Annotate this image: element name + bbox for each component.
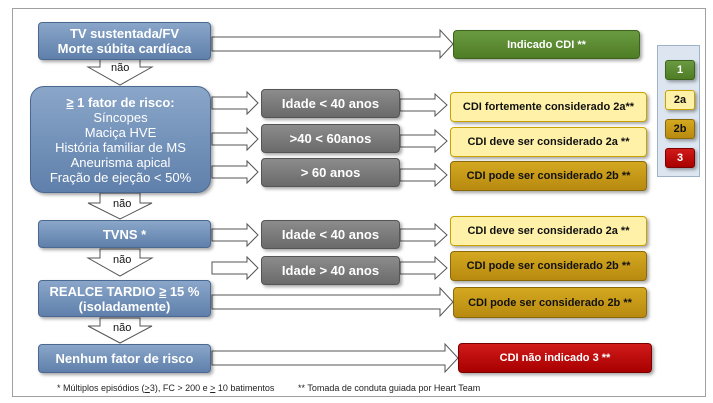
fn1-mid: 3), FC > 200 e	[149, 383, 211, 393]
tv-line1: TV sustentada/FV	[69, 26, 180, 41]
risk-item: Fração de ejeção < 50%	[49, 169, 192, 185]
arrow-tv-to-indicado	[211, 28, 454, 60]
legend-class-2b: 2b	[665, 119, 695, 139]
outcome-nao-indicado: CDI não indicado 3 **	[458, 343, 652, 373]
arrow-nenhum-to-naoindicado	[211, 342, 459, 374]
legend-class-2b-label: 2b	[673, 123, 687, 135]
realce-tardio-box: REALCE TARDIO ≥ 15 % (isoladamente)	[38, 280, 211, 317]
outcome-nao-indicado-label: CDI não indicado 3 **	[499, 352, 611, 364]
age-gt40-label: Idade > 40 anos	[281, 263, 380, 278]
outcome-fortemente: CDI fortemente considerado 2a**	[450, 92, 647, 122]
footnote-tvns: * Múltiplos episódios (>3), FC > 200 e >…	[57, 383, 274, 393]
legend-class-2a-label: 2a	[673, 94, 687, 106]
age-gt60-box: > 60 anos	[261, 158, 400, 187]
age-lt40-label: Idade < 40 anos	[281, 96, 380, 111]
risk-item: Síncopes	[93, 109, 148, 125]
arrow-down-2	[87, 192, 153, 220]
tv-line2: Morte súbita cardíaca	[57, 41, 192, 56]
arrow-risk-to-range	[211, 126, 259, 152]
realce-line1: REALCE TARDIO ≥ 15 %	[50, 284, 200, 299]
outcome-indicado: Indicado CDI **	[453, 30, 640, 59]
arrow-down-4	[87, 317, 153, 344]
risk-title-text: 1 fator de risco:	[73, 94, 175, 110]
nao-label-3: não	[113, 254, 132, 266]
fn2-text: ** Tomada de conduta guiada por Heart Te…	[298, 383, 481, 393]
tvns-box: TVNS *	[38, 220, 211, 248]
legend-class-1-label: 1	[676, 64, 684, 76]
realce-line1-post: 15 %	[166, 283, 200, 299]
nao-label-2: não	[113, 198, 132, 210]
nenhum-label: Nenhum fator de risco	[55, 351, 194, 366]
age-gt60-label: > 60 anos	[300, 165, 361, 180]
arrow-lt40-to-fortemente	[399, 92, 448, 118]
class-legend: 1 2a 2b 3	[657, 45, 700, 177]
risk-item: Aneurisma apical	[70, 154, 171, 170]
arrow-lt40b-to-deve	[399, 222, 448, 248]
nao-label-4: não	[113, 322, 132, 334]
legend-class-3-label: 3	[676, 152, 684, 164]
fn1-sym2: >	[210, 383, 216, 393]
arrow-down-3	[86, 248, 154, 277]
nao-label-1: não	[111, 62, 130, 74]
outcome-pode-3-label: CDI pode ser considerado 2b **	[468, 296, 632, 309]
footnote-heart-team: ** Tomada de conduta guiada por Heart Te…	[298, 383, 480, 393]
realce-gte-symbol: ≥	[159, 283, 167, 299]
age-gt40-box: Idade > 40 anos	[261, 256, 400, 285]
realce-line2: (isoladamente)	[78, 298, 171, 314]
arrow-risk-to-gt60	[211, 159, 259, 185]
age-lt40-box: Idade < 40 anos	[261, 89, 400, 118]
arrow-realce-to-pode	[211, 286, 454, 318]
arrow-tvns-to-lt40	[211, 222, 259, 248]
realce-line1-pre: REALCE TARDIO	[49, 283, 160, 299]
fn1-pre: * Múltiplos episódios (	[57, 383, 145, 393]
fn1-sym1: >	[144, 383, 150, 393]
outcome-deve-1-label: CDI deve ser considerado 2a **	[467, 136, 630, 148]
gte-symbol: ≥	[66, 94, 74, 110]
outcome-pode-3: CDI pode ser considerado 2b **	[453, 287, 647, 318]
legend-class-3: 3	[665, 148, 695, 168]
risk-item: Maciça HVE	[84, 124, 157, 140]
arrow-range-to-deve	[399, 128, 448, 154]
tvns-label: TVNS *	[102, 226, 147, 242]
outcome-deve-2-label: CDI deve ser considerado 2a **	[467, 225, 630, 237]
age-range-label: >40 < 60anos	[289, 131, 372, 146]
legend-class-2a: 2a	[665, 90, 695, 110]
tv-sustentada-box: TV sustentada/FV Morte súbita cardíaca	[38, 22, 211, 60]
arrow-gt60-to-pode	[399, 162, 448, 188]
age-lt40-tvns-box: Idade < 40 anos	[261, 220, 400, 249]
risk-factors-box: ≥ 1 fator de risco: Síncopes Maciça HVE …	[30, 86, 211, 193]
nenhum-fator-box: Nenhum fator de risco	[38, 344, 211, 373]
outcome-pode-1-label: CDI pode ser considerado 2b **	[466, 170, 631, 182]
outcome-indicado-label: Indicado CDI **	[507, 38, 586, 51]
arrow-risk-to-lt40	[211, 90, 259, 116]
fn1-post: 10 batimentos	[215, 383, 275, 393]
outcome-pode-2-label: CDI pode ser considerado 2b **	[466, 260, 631, 272]
age-range-box: >40 < 60anos	[261, 124, 400, 153]
outcome-deve-1: CDI deve ser considerado 2a **	[450, 127, 647, 157]
outcome-fortemente-label: CDI fortemente considerado 2a**	[462, 101, 635, 113]
risk-title: ≥ 1 fator de risco:	[66, 95, 174, 110]
risk-item: História familiar de MS	[55, 139, 186, 155]
arrow-gt40-to-pode	[399, 255, 448, 281]
outcome-pode-1: CDI pode ser considerado 2b **	[450, 161, 647, 191]
outcome-deve-2: CDI deve ser considerado 2a **	[450, 216, 647, 246]
legend-class-1: 1	[665, 60, 695, 80]
arrow-tvns-to-gt40	[211, 255, 259, 281]
outcome-pode-2: CDI pode ser considerado 2b **	[450, 251, 647, 281]
age-lt40-tvns-label: Idade < 40 anos	[281, 227, 380, 242]
